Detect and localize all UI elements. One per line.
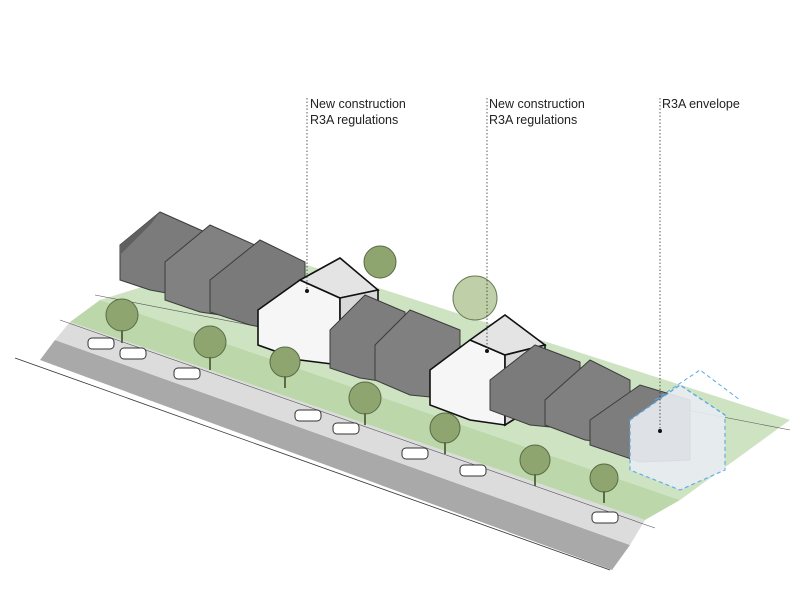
tree xyxy=(519,444,551,486)
callout-line: R3A regulations xyxy=(310,113,399,127)
tree xyxy=(269,346,301,388)
callout-r3a-envelope: R3A envelope xyxy=(662,96,740,112)
callout-new-construction-2: New construction R3A regulations xyxy=(489,96,585,128)
parked-car xyxy=(401,447,429,460)
tree xyxy=(363,245,397,279)
tree xyxy=(452,275,498,321)
callout-line: R3A envelope xyxy=(662,97,740,111)
callout-anchor xyxy=(485,349,489,353)
callout-line: New construction xyxy=(489,97,585,111)
callout-line: R3A regulations xyxy=(489,113,578,127)
tree xyxy=(193,325,227,370)
parked-car xyxy=(294,409,322,422)
tree xyxy=(589,463,619,503)
parked-car xyxy=(87,337,115,350)
parked-car xyxy=(119,347,147,360)
parked-car xyxy=(591,511,619,524)
tree xyxy=(429,412,461,454)
callout-anchor xyxy=(658,429,662,433)
parked-car xyxy=(332,422,360,435)
tree xyxy=(348,381,382,425)
callout-line: New construction xyxy=(310,97,406,111)
r3a-envelope xyxy=(629,369,741,491)
callout-anchor xyxy=(305,289,309,293)
tree xyxy=(105,298,139,343)
parked-car xyxy=(459,464,487,477)
lot-line xyxy=(14,357,611,571)
parked-car xyxy=(173,367,201,380)
street xyxy=(40,340,630,570)
callout-new-construction-1: New construction R3A regulations xyxy=(310,96,406,128)
